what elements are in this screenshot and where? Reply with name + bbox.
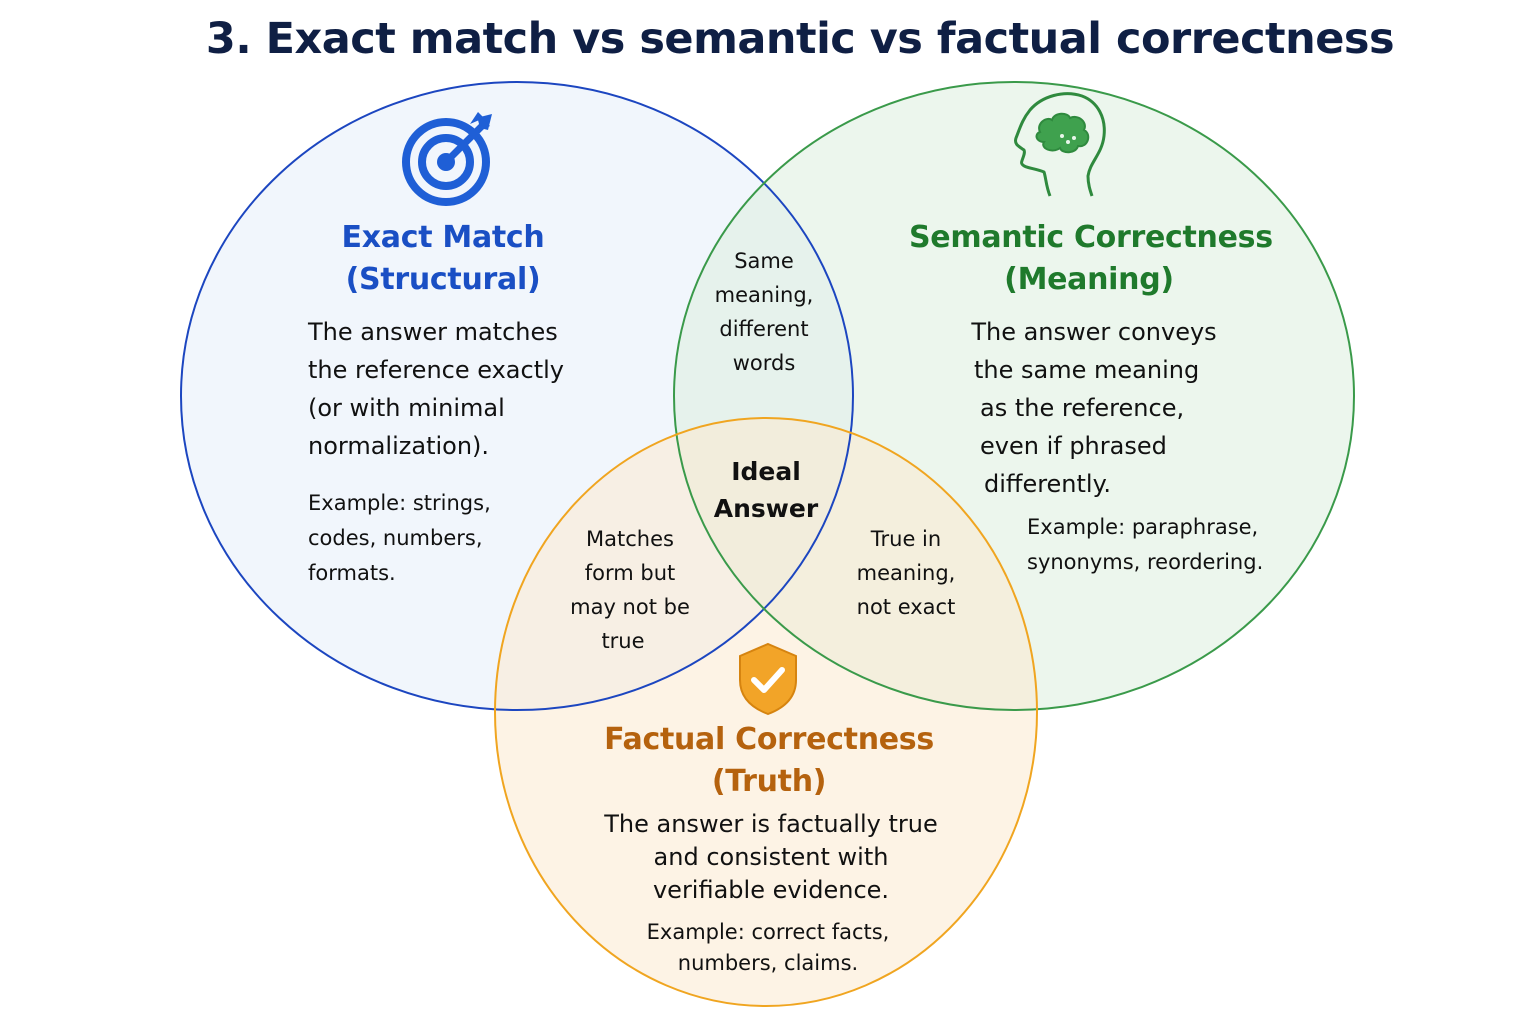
description-line: as the reference,: [980, 394, 1185, 422]
example-line: numbers, claims.: [677, 951, 859, 975]
overlap-line: may not be: [570, 595, 690, 619]
semantic-example: Example: paraphrase, synonyms, reorderin…: [1027, 510, 1263, 580]
overlap-semantic-factual: True in meaning, not exact: [836, 522, 976, 624]
description-line: the same meaning: [974, 356, 1200, 384]
example-line: Example: correct facts,: [646, 920, 890, 944]
description-line: the reference exactly: [308, 356, 564, 384]
overlap-line: different: [719, 317, 809, 341]
semantic-circle: [673, 81, 1355, 711]
target-icon: [402, 112, 492, 206]
semantic-heading-line: (Meaning): [1004, 262, 1174, 297]
semantic-heading: Semantic Correctness (Meaning): [909, 217, 1273, 301]
overlap-line: form but: [584, 561, 676, 585]
description-line: and consistent with: [653, 843, 889, 871]
overlap-line: meaning,: [856, 561, 956, 585]
overlap-exact-semantic: Same meaning, different words: [694, 244, 834, 380]
example-line: synonyms, reordering.: [1027, 550, 1264, 574]
example-line: Example: paraphrase,: [1027, 515, 1259, 539]
factual-heading-line: Factual Correctness: [604, 722, 934, 757]
ideal-answer-line: Ideal: [731, 457, 801, 486]
overlap-line: Same: [734, 249, 794, 273]
semantic-description: The answer conveys the same meaning as t…: [962, 313, 1226, 503]
exact-match-heading: Exact Match (Structural): [303, 217, 583, 301]
description-line: verifiable evidence.: [652, 876, 890, 904]
overlap-line: Matches: [586, 527, 674, 551]
exact-match-example: Example: strings, codes, numbers, format…: [308, 486, 491, 591]
exact-match-heading-line: (Structural): [345, 262, 541, 297]
overlap-line: true: [601, 629, 645, 653]
description-line: differently.: [984, 470, 1112, 498]
example-line: Example: strings,: [308, 491, 491, 515]
description-line: even if phrased: [980, 432, 1167, 460]
exact-match-description: The answer matches the reference exactly…: [308, 313, 564, 465]
shield-check-icon: [739, 642, 797, 716]
overlap-line: not exact: [856, 595, 956, 619]
description-line: The answer matches: [308, 318, 558, 346]
ideal-answer-label: Ideal Answer: [696, 453, 836, 527]
factual-description: The answer is factually true and consist…: [566, 808, 976, 907]
overlap-line: words: [732, 351, 796, 375]
ideal-answer-line: Answer: [713, 494, 819, 523]
page-title: 3. Exact match vs semantic vs factual co…: [205, 14, 1395, 64]
overlap-exact-factual: Matches form but may not be true: [555, 522, 705, 658]
factual-heading: Factual Correctness (Truth): [594, 719, 944, 803]
description-line: normalization).: [308, 432, 490, 460]
description-line: The answer is factually true: [604, 810, 938, 838]
semantic-heading-line: Semantic Correctness: [909, 220, 1273, 255]
factual-circle: [494, 417, 1038, 1007]
description-line: (or with minimal: [308, 394, 505, 422]
example-line: formats.: [308, 561, 396, 585]
factual-example: Example: correct facts, numbers, claims.: [618, 917, 918, 979]
brain-head-icon: [1014, 92, 1106, 197]
overlap-line: meaning,: [714, 283, 814, 307]
exact-match-heading-line: Exact Match: [341, 220, 545, 255]
description-line: The answer conveys: [971, 318, 1217, 346]
exact-match-circle: [180, 81, 854, 711]
example-line: codes, numbers,: [308, 526, 483, 550]
factual-heading-line: (Truth): [711, 764, 827, 799]
overlap-line: True in: [870, 527, 942, 551]
